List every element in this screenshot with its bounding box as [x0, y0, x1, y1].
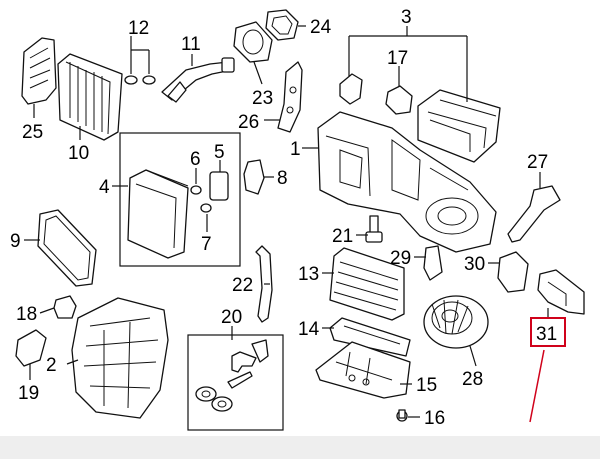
part-4-heater-core [127, 169, 189, 259]
part-24-gasket [265, 9, 299, 41]
callout-18: 18 [16, 304, 37, 325]
part-19-motor [15, 329, 47, 367]
callout-19: 19 [18, 383, 39, 404]
part-1-hvac-housing [317, 111, 497, 253]
callout-5: 5 [214, 142, 225, 163]
part-9-filter-frame [37, 209, 97, 287]
callout-7: 7 [201, 234, 212, 255]
part-11-pipe [161, 57, 235, 103]
part-5-sensor [209, 171, 229, 201]
part-21-bolt [365, 215, 383, 243]
highlight-arrow [529, 349, 545, 423]
callout-12: 12 [128, 18, 149, 39]
callout-14: 14 [298, 319, 320, 340]
part-26-bracket [277, 61, 303, 133]
part-15-lower-housing [315, 341, 411, 399]
part-16-screw [396, 409, 408, 422]
part-25-duct [21, 37, 57, 105]
part-31-bracket [537, 269, 585, 315]
callout-9: 9 [10, 231, 21, 252]
callout-22: 22 [232, 275, 253, 296]
callout-25: 25 [22, 122, 43, 143]
leader-lines [24, 25, 549, 418]
part-13-evaporator [329, 247, 405, 321]
part-28-blower-motor [423, 295, 489, 349]
part-14-seal-strip [329, 317, 411, 357]
part-8-clip [243, 159, 265, 195]
part-23-seal [233, 21, 273, 63]
callout-15: 15 [416, 375, 437, 396]
highlight-group [529, 317, 566, 423]
callout-6: 6 [190, 149, 201, 170]
part-20-linkage [195, 339, 269, 412]
part-7-oring [200, 203, 212, 213]
part-30-resistor [497, 251, 529, 293]
callout-8: 8 [277, 168, 288, 189]
callout-16: 16 [424, 408, 445, 429]
callout-20: 20 [221, 307, 242, 328]
part-10-filter [57, 53, 123, 141]
part-6-oring [190, 185, 202, 195]
callout-26: 26 [238, 112, 259, 133]
part-17-actuator [385, 85, 413, 115]
callout-17: 17 [387, 48, 408, 69]
callout-27: 27 [527, 152, 548, 173]
part-3-upper-housing [417, 89, 501, 163]
part-2-lower-case [71, 297, 169, 419]
group-box-20 [187, 334, 284, 431]
callout-13: 13 [298, 264, 319, 285]
callout-31: 31 [536, 324, 557, 345]
callout-30: 30 [464, 254, 485, 275]
group-box-4 [119, 132, 241, 267]
part-29-clip [423, 245, 443, 281]
part-12-orings [124, 75, 156, 85]
callout-2: 2 [46, 355, 57, 376]
callout-28: 28 [462, 369, 483, 390]
callout-29: 29 [390, 248, 411, 269]
part-18-sensor [53, 295, 77, 319]
callout-24: 24 [310, 17, 332, 38]
highlight-box [530, 317, 566, 347]
callout-4: 4 [99, 177, 110, 198]
callout-23: 23 [252, 88, 273, 109]
callouts: 12 11 24 3 17 23 25 10 26 1 6 5 27 4 8 7… [10, 7, 557, 429]
callout-10: 10 [68, 143, 89, 164]
callout-11: 11 [181, 34, 201, 55]
part-3-actuator [339, 73, 363, 105]
part-27-bracket [507, 185, 561, 243]
callout-1: 1 [290, 139, 301, 160]
callout-21: 21 [332, 226, 353, 247]
callout-3: 3 [401, 7, 412, 28]
